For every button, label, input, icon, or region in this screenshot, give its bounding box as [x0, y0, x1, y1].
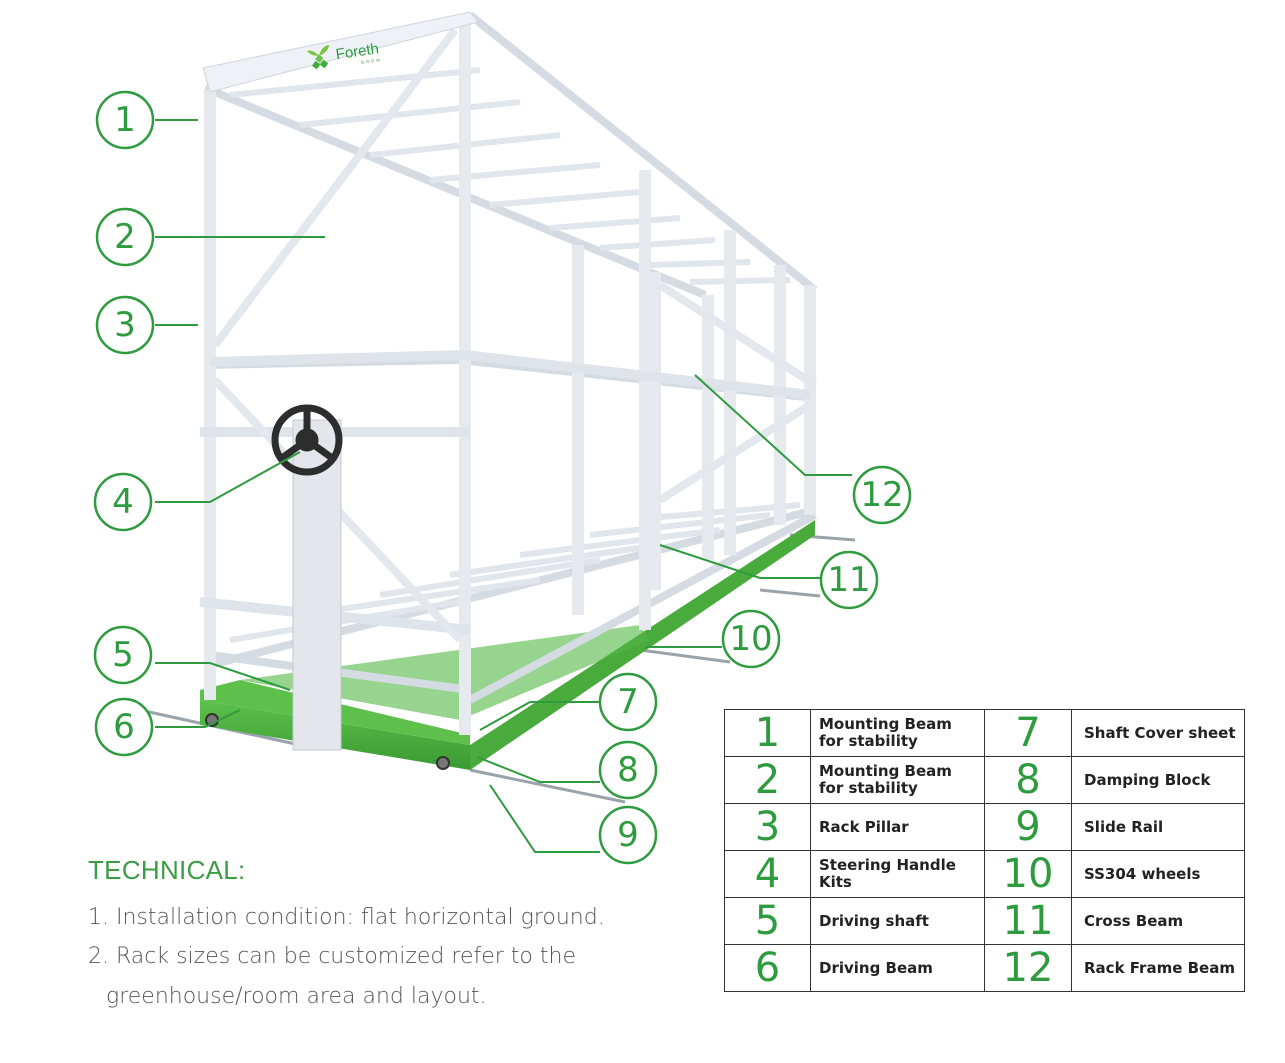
legend-label: Driving shaft: [810, 897, 985, 945]
sprout-logo-icon: [307, 45, 330, 70]
legend-label-line: Damping Block: [1084, 770, 1211, 789]
technical-title: TECHNICAL:: [88, 855, 246, 885]
legend-label: Shaft Cover sheet: [1071, 709, 1245, 757]
legend-label-line: SS304 wheels: [1084, 864, 1201, 883]
svg-text:2: 2: [114, 217, 136, 257]
legend-label-line: Driving shaft: [819, 911, 929, 930]
rack-structure: [139, 11, 856, 804]
callout-4: 4: [93, 472, 153, 532]
legend-row: 6 Driving Beam 12 Rack Frame Beam: [724, 944, 1245, 992]
svg-text:6: 6: [113, 707, 135, 747]
callout-1: 1: [95, 90, 155, 150]
logo-wordmark: Foreth: [335, 40, 380, 63]
legend-label: Slide Rail: [1071, 803, 1245, 851]
legend-number: 8: [984, 756, 1072, 804]
legend-label-line: Driving Beam: [819, 958, 933, 977]
legend-row: 5 Driving shaft 11 Cross Beam: [724, 897, 1245, 945]
technical-item-1: 1. Installation condition: flat horizont…: [88, 905, 605, 930]
legend-label-line: Shaft Cover sheet: [1084, 723, 1236, 742]
wheel-icon: [436, 756, 450, 770]
callout-5: 5: [93, 625, 153, 685]
legend-number: 1: [724, 709, 811, 757]
legend-number: 5: [724, 897, 811, 945]
steering-column: [292, 419, 342, 751]
svg-text:5: 5: [112, 635, 134, 675]
legend-label: Steering Handle Kits: [810, 850, 985, 898]
legend-label: Driving Beam: [810, 944, 985, 992]
legend-row: 3 Rack Pillar 9 Slide Rail: [724, 803, 1245, 851]
callout-11: 11: [819, 550, 879, 610]
callout-7: 7: [598, 672, 658, 732]
svg-text:12: 12: [860, 475, 903, 515]
callout-2: 2: [95, 207, 155, 267]
legend-number: 10: [984, 850, 1072, 898]
legend-label-line: Slide Rail: [1084, 817, 1164, 836]
callout-6: 6: [94, 697, 154, 757]
legend-number: 9: [984, 803, 1072, 851]
legend-number: 11: [984, 897, 1072, 945]
svg-text:7: 7: [617, 682, 639, 722]
callout-8: 8: [598, 740, 658, 800]
legend-number: 7: [984, 709, 1072, 757]
legend-label-line: Mounting Beam: [819, 715, 952, 733]
technical-item-2-cont: greenhouse/room area and layout.: [106, 984, 487, 1009]
legend-number: 6: [724, 944, 811, 992]
callout-lines: [155, 119, 852, 853]
technical-item-2: 2. Rack sizes can be customized refer to…: [88, 944, 576, 969]
callout-12: 12: [852, 465, 912, 525]
legend-label-line: Cross Beam: [1084, 911, 1184, 930]
callout-9: 9: [598, 805, 658, 865]
legend-label: SS304 wheels: [1071, 850, 1245, 898]
logo-tagline: GROW: [361, 57, 382, 65]
steering-wheel-icon: [271, 404, 343, 476]
svg-text:9: 9: [617, 815, 639, 855]
legend-number: 2: [724, 756, 811, 804]
legend-label: Rack Frame Beam: [1071, 944, 1245, 992]
legend-number: 4: [724, 850, 811, 898]
callout-3: 3: [95, 295, 155, 355]
legend-number: 3: [724, 803, 811, 851]
legend-label: Damping Block: [1071, 756, 1245, 804]
svg-text:11: 11: [827, 560, 870, 600]
svg-text:8: 8: [617, 750, 639, 790]
legend-label: Cross Beam: [1071, 897, 1245, 945]
legend-label-line: for stability: [819, 779, 918, 797]
callouts: 1 2 3 4 5 6 7 8 9 10 11 12: [93, 90, 912, 865]
legend-label-line: Rack Frame Beam: [1084, 958, 1235, 977]
legend-label: Rack Pillar: [810, 803, 985, 851]
svg-text:10: 10: [729, 619, 772, 659]
callout-10: 10: [721, 609, 781, 669]
legend-number: 12: [984, 944, 1072, 992]
svg-text:4: 4: [112, 482, 134, 522]
legend-label-line: Mounting Beam: [819, 762, 952, 780]
foreth-logo: Foreth GROW: [307, 40, 382, 70]
svg-text:3: 3: [114, 305, 136, 345]
legend-label-line: Steering Handle Kits: [819, 856, 956, 891]
svg-text:1: 1: [114, 100, 136, 140]
legend-label-line: for stability: [819, 732, 918, 750]
legend-label-line: Rack Pillar: [819, 817, 909, 836]
